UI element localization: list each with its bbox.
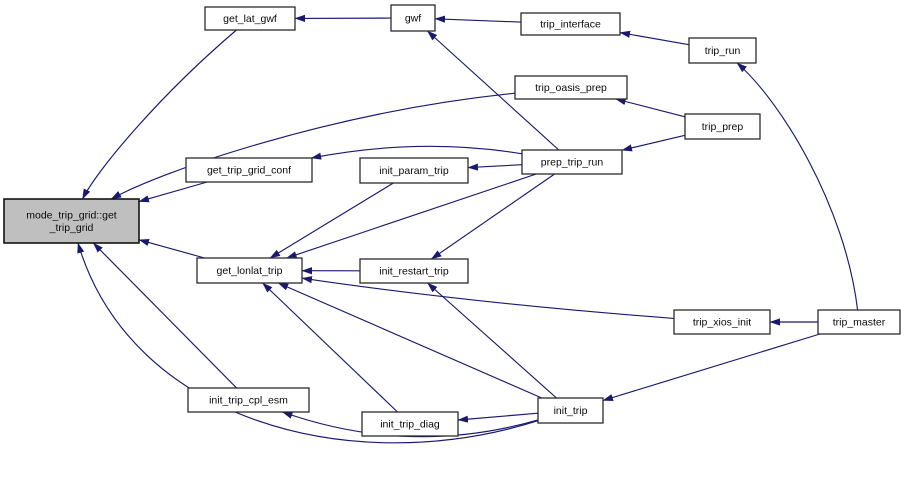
edge-prep_trip_run-gwf: [427, 30, 560, 151]
edge-trip_prep-trip_oasis_prep: [615, 98, 686, 118]
nodes-layer: mode_trip_grid::get_trip_grid get_lat_gwf…: [3, 4, 901, 437]
node-box[interactable]: [187, 387, 310, 413]
edge-trip_interface-gwf: [434, 15, 522, 23]
edge-prep_trip_run-init_param_trip: [467, 163, 523, 171]
edge-prep_trip_run-get_trip_grid_conf: [310, 145, 523, 160]
edge-init_trip-get_lonlat_trip: [277, 282, 543, 399]
node-box[interactable]: [361, 411, 459, 437]
node-init_trip_diag[interactable]: init_trip_diag: [361, 411, 459, 437]
node-trip_oasis_prep[interactable]: trip_oasis_prep: [514, 75, 628, 100]
node-box[interactable]: [196, 257, 303, 284]
node-label: gwf: [405, 13, 421, 25]
edge-trip_master-trip_run: [736, 62, 859, 311]
edge-trip_oasis_prep-main: [110, 92, 516, 200]
edge-get_lat_gwf-main: [81, 29, 237, 200]
node-box[interactable]: [185, 157, 313, 183]
node-box[interactable]: [204, 6, 296, 31]
node-main: mode_trip_grid::get_trip_grid: [3, 198, 140, 244]
node-box[interactable]: [537, 397, 604, 424]
node-box[interactable]: [521, 149, 623, 175]
node-trip_run[interactable]: trip_run: [688, 37, 757, 64]
node-trip_xios_init[interactable]: trip_xios_init: [673, 309, 771, 335]
node-box[interactable]: [673, 309, 771, 335]
node-label: trip_oasis_prep: [535, 82, 607, 94]
node-label: trip_prep: [702, 121, 744, 133]
node-box[interactable]: [684, 113, 761, 140]
edge-trip_prep-prep_trip_run: [621, 134, 686, 152]
node-trip_prep[interactable]: trip_prep: [684, 113, 761, 140]
node-label: prep_trip_run: [541, 157, 604, 169]
edge-init_trip-main: [77, 242, 539, 444]
node-label: get_trip_grid_conf: [207, 165, 291, 177]
node-box[interactable]: [688, 37, 757, 64]
node-init_trip_cpl_esm[interactable]: init_trip_cpl_esm: [187, 387, 310, 413]
edge-init_trip_diag-get_lonlat_trip: [262, 282, 398, 413]
node-trip_master[interactable]: trip_master: [817, 309, 901, 335]
node-label: trip_run: [705, 45, 741, 57]
node-label: trip_interface: [540, 19, 601, 31]
edge-prep_trip_run-init_restart_trip: [430, 173, 555, 260]
node-box[interactable]: [359, 157, 469, 184]
node-prep_trip_run[interactable]: prep_trip_run: [521, 149, 623, 175]
node-label: init_trip_diag: [380, 419, 440, 431]
node-box[interactable]: [359, 258, 469, 284]
node-gwf[interactable]: gwf: [390, 4, 436, 32]
edge-prep_trip_run-get_lonlat_trip: [286, 173, 537, 259]
node-get_trip_grid_conf[interactable]: get_trip_grid_conf: [185, 157, 313, 183]
node-label: trip_master: [833, 317, 886, 329]
node-init_trip[interactable]: init_trip: [537, 397, 604, 424]
edge-trip_run-trip_interface: [619, 30, 690, 46]
node-get_lonlat_trip[interactable]: get_lonlat_trip: [196, 257, 303, 284]
node-init_param_trip[interactable]: init_param_trip: [359, 157, 469, 184]
node-box[interactable]: [520, 12, 621, 36]
node-label: mode_trip_grid::get_trip_grid: [26, 209, 117, 234]
node-label: init_restart_trip: [379, 266, 449, 278]
edge-init_param_trip-get_lonlat_trip: [269, 182, 394, 259]
node-label: get_lonlat_trip: [217, 265, 283, 277]
edges-layer: [77, 14, 859, 444]
edge-init_trip-init_trip_diag: [457, 412, 539, 423]
edge-trip_xios_init-get_lonlat_trip: [301, 276, 675, 319]
node-box: [3, 198, 140, 244]
edge-trip_master-init_trip: [602, 333, 821, 402]
node-label: init_param_trip: [379, 165, 449, 177]
node-label: trip_xios_init: [693, 317, 751, 329]
node-trip_interface[interactable]: trip_interface: [520, 12, 621, 36]
edge-get_trip_grid_conf-main: [138, 181, 208, 203]
edge-get_lonlat_trip-main: [138, 239, 205, 259]
edge-init_trip_cpl_esm-main: [92, 242, 238, 389]
node-label: get_lat_gwf: [223, 13, 277, 25]
node-box[interactable]: [817, 309, 901, 335]
edge-init_trip-init_restart_trip: [427, 282, 557, 399]
node-get_lat_gwf[interactable]: get_lat_gwf: [204, 6, 296, 31]
node-init_restart_trip[interactable]: init_restart_trip: [359, 258, 469, 284]
node-label: init_trip_cpl_esm: [209, 395, 288, 407]
node-label: init_trip: [554, 405, 588, 417]
node-box[interactable]: [514, 75, 628, 100]
node-box[interactable]: [390, 4, 436, 32]
